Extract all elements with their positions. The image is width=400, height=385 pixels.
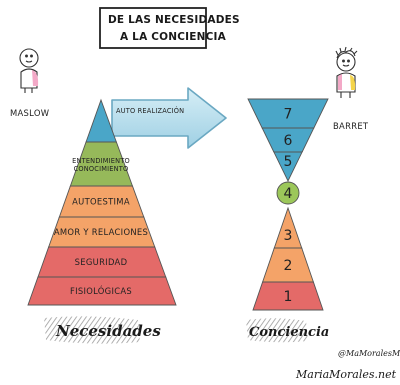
barret-level-7-number: 7: [284, 107, 293, 123]
barret-level-1: [252, 281, 324, 311]
barret-level-2-number: 2: [284, 258, 293, 274]
title-box: DE LAS NECESIDADES A LA CONCIENCIA: [99, 7, 240, 49]
necesidades-label: Necesidades: [55, 322, 161, 340]
barret-level-5-number: 5: [284, 154, 293, 170]
level-2-label-line-2: CONOCIMIENTO: [74, 165, 129, 173]
barret-level-1-number: 1: [284, 289, 293, 305]
level-4-label: AMOR Y RELACIONES: [54, 227, 148, 237]
level-2-label-line-1: ENTENDIMIENTO: [72, 157, 130, 165]
conciencia-caption: Conciencia: [246, 318, 329, 343]
self-realization-arrow: AUTO REALIZACIÓN: [111, 87, 227, 149]
title-line-1: DE LAS NECESIDADES: [108, 14, 240, 26]
title-line-2: A LA CONCIENCIA: [120, 31, 227, 43]
necesidades-caption: Necesidades: [44, 316, 161, 344]
maslow-figure: [19, 48, 39, 93]
level-3-label: AUTOESTIMA: [72, 197, 130, 207]
conciencia-label: Conciencia: [249, 325, 329, 340]
barret-label: BARRET: [333, 121, 369, 131]
level-5-label: SEGURIDAD: [75, 257, 128, 267]
maslow-label: MASLOW: [10, 108, 49, 118]
credit-handle: @MaMoralesMC: [338, 349, 400, 358]
maslow-level-6: [27, 276, 177, 306]
barret-level-6-number: 6: [284, 133, 293, 149]
maslow-pyramid: ENTENDIMIENTO CONOCIMIENTO AUTOESTIMA AM…: [27, 98, 177, 306]
barret-hourglass: 7 6 5 4 3 2 1: [247, 98, 329, 311]
barret-level-4: [276, 181, 300, 205]
credit-site: MariaMorales.net: [295, 368, 397, 381]
barret-level-3-number: 3: [284, 228, 293, 244]
arrow-label: AUTO REALIZACIÓN: [116, 106, 184, 115]
level-6-label: FISIOLÓGICAS: [70, 285, 132, 296]
barret-level-5: [273, 151, 303, 183]
barret-figure: [335, 46, 358, 98]
barret-level-4-number: 4: [284, 186, 293, 202]
